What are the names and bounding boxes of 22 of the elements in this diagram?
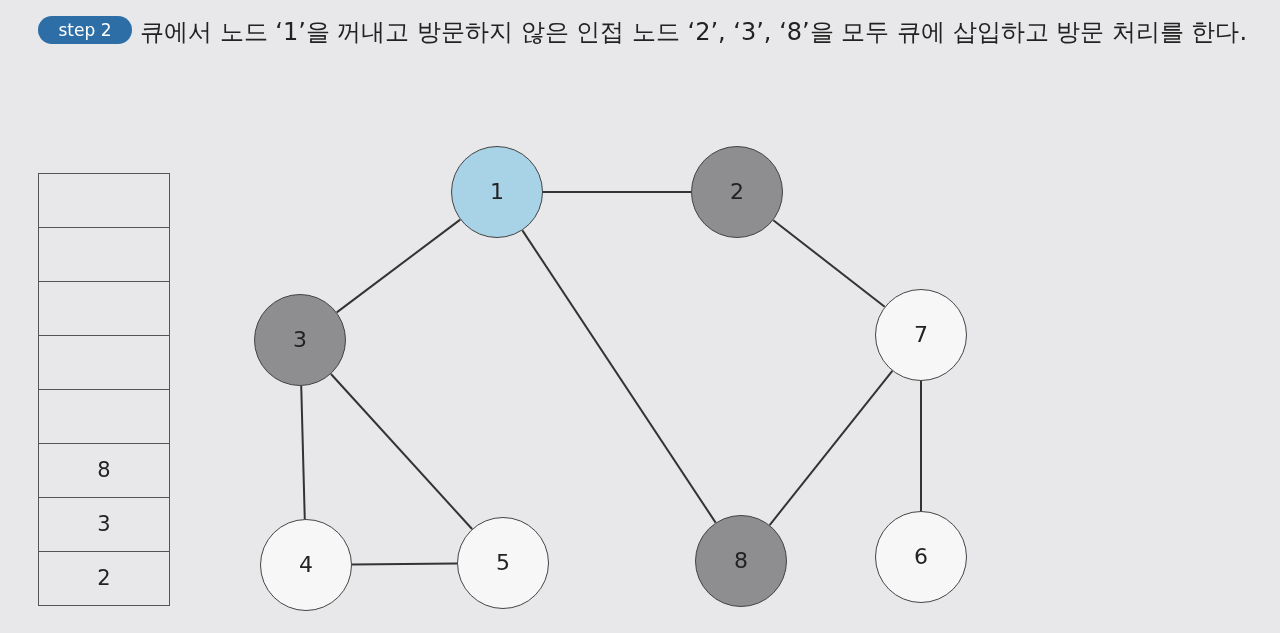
graph-node: 5 [457,517,549,609]
queue-cell: 8 [38,443,170,497]
edge-line [329,373,474,530]
graph-node: 2 [691,146,783,238]
queue-cell: 2 [38,551,170,606]
edge-line [920,380,922,512]
edge-line [768,370,894,526]
graph-node: 6 [875,511,967,603]
edge-line [521,229,717,524]
edge-line [772,219,886,308]
edge-line [300,385,306,520]
step-description: 큐에서 노드 ‘1’을 꺼내고 방문하지 않은 인접 노드 ‘2’, ‘3’, ‘8’을 모두 큐에 삽입하고 방문 처리를 한다. [140,17,1249,48]
edge-line [335,218,462,314]
edge-line [542,191,692,193]
graph-node: 3 [254,294,346,386]
edge-line [351,562,458,566]
graph-node: 4 [260,519,352,611]
graph-node: 7 [875,289,967,381]
graph-node: 8 [695,515,787,607]
queue-cell: 3 [38,497,170,551]
graph-node: 1 [451,146,543,238]
step-badge: step 2 [38,16,132,44]
